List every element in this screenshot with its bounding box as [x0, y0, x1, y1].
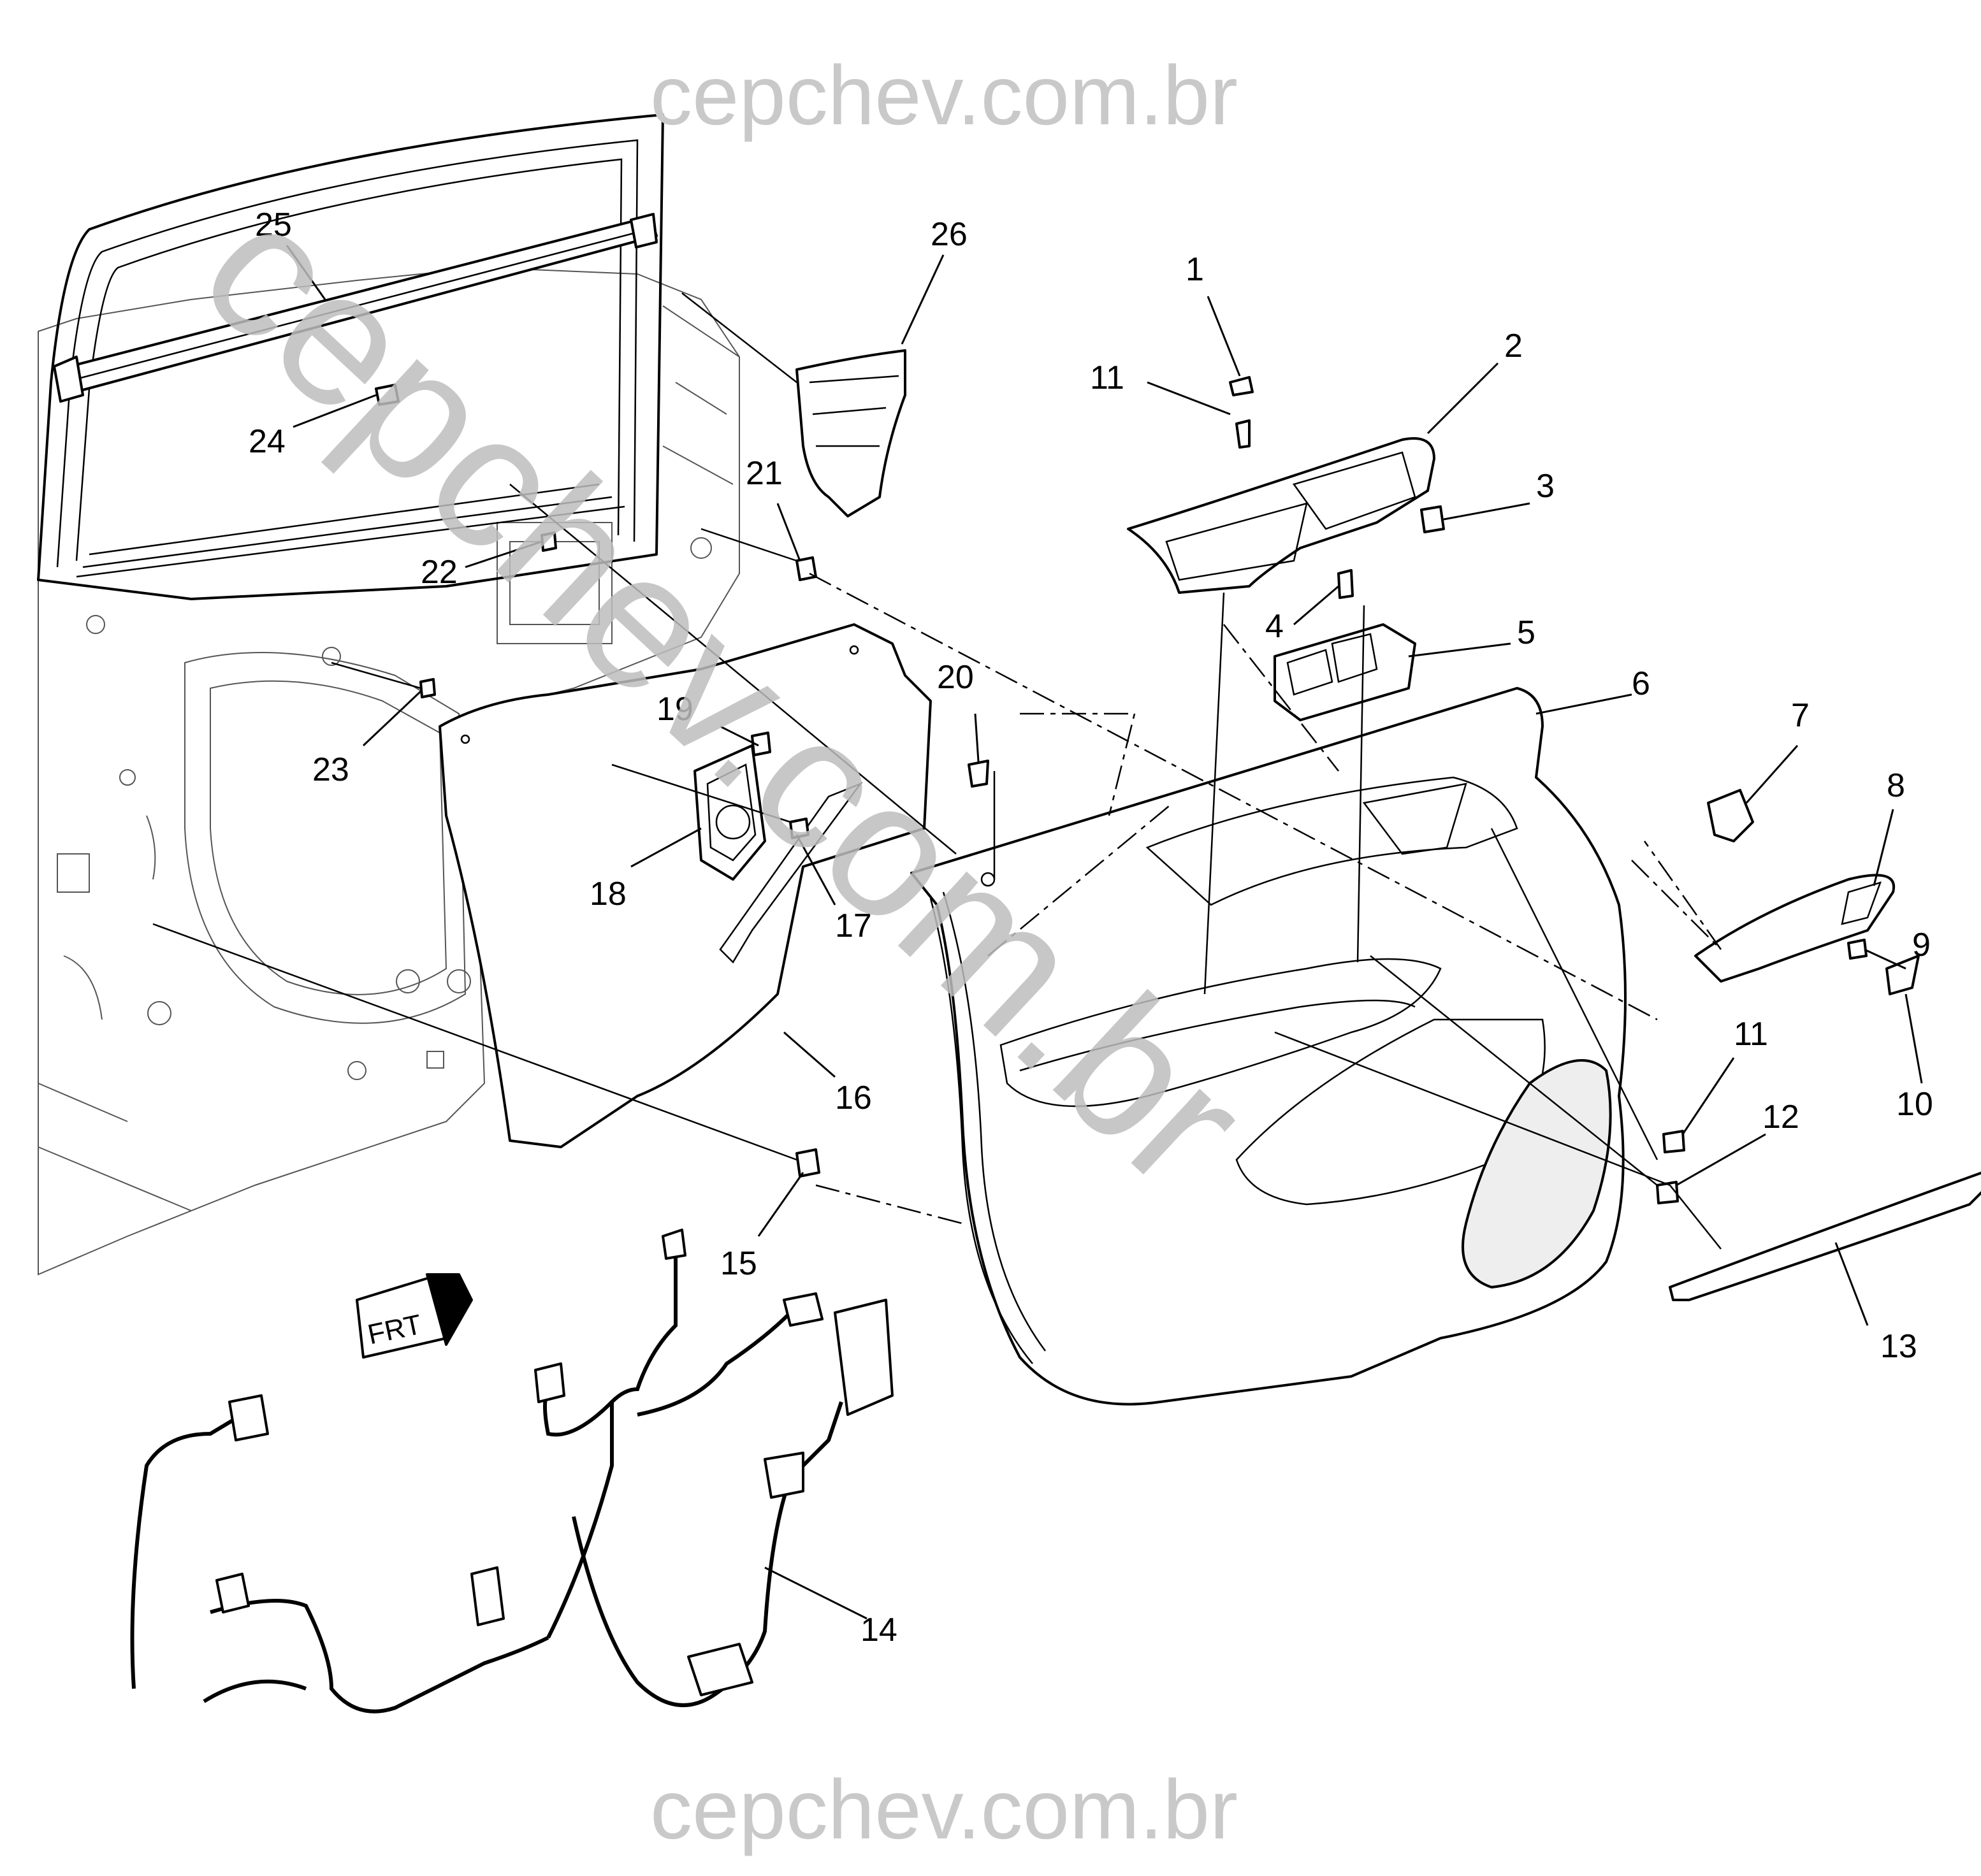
- callout-19: 19: [657, 691, 693, 728]
- watermark-bottom: cepchev.com.br: [650, 1763, 1238, 1856]
- cover: [1885, 955, 1920, 995]
- door-inner-frame: [38, 266, 740, 1276]
- door-trim-panel: [910, 687, 1627, 1406]
- callout-21: 21: [746, 455, 783, 492]
- window-belt-molding: [53, 213, 658, 403]
- callout-11-right: 11: [1734, 1016, 1768, 1053]
- alignment-lines: [152, 292, 1722, 1250]
- callout-6: 6: [1632, 665, 1650, 702]
- front-direction-badge: FRT: [356, 1273, 473, 1359]
- callout-18: 18: [590, 876, 627, 913]
- callout-5: 5: [1517, 614, 1535, 651]
- callout-17: 17: [835, 907, 872, 944]
- callout-25: 25: [255, 206, 292, 243]
- callout-4: 4: [1265, 608, 1284, 645]
- callout-7: 7: [1791, 697, 1810, 734]
- callout-2: 2: [1504, 328, 1523, 364]
- callout-15: 15: [720, 1245, 757, 1282]
- callout-8: 8: [1887, 767, 1905, 804]
- callout-13: 13: [1880, 1328, 1917, 1365]
- callout-24: 24: [249, 423, 286, 460]
- watermark-top: cepchev.com.br: [650, 48, 1238, 142]
- callout-11-top: 11: [1090, 359, 1124, 396]
- callout-9: 9: [1912, 927, 1931, 963]
- callout-1: 1: [1186, 251, 1204, 288]
- callout-12: 12: [1762, 1099, 1799, 1136]
- callout-20: 20: [937, 659, 974, 696]
- callout-23: 23: [312, 751, 349, 788]
- bracket: [693, 744, 766, 881]
- callout-22: 22: [421, 554, 458, 591]
- callouts: 1 2 3 4 5 6 7 8 9 10 11 11 12 13 14 15 1…: [249, 206, 1933, 1649]
- callout-16: 16: [835, 1079, 872, 1116]
- wiring-harness: [130, 1229, 894, 1714]
- window-frame: [37, 113, 664, 600]
- switch-bezel: [1127, 437, 1435, 594]
- watermark-diagonal: cepchev.com.br: [163, 160, 1286, 1228]
- callout-3: 3: [1536, 468, 1555, 505]
- inside-handle-bezel: [1694, 874, 1896, 983]
- sound-insulator: [795, 349, 906, 517]
- fasteners: [375, 376, 1868, 1204]
- callout-14: 14: [860, 1612, 897, 1649]
- lock-switch: [1707, 789, 1754, 842]
- window-switch: [1274, 623, 1416, 721]
- callout-26: 26: [931, 216, 968, 253]
- lower-garnish: [1669, 1171, 1981, 1301]
- water-deflector: [439, 623, 932, 1148]
- leader-lines: [286, 245, 1923, 1620]
- callout-10: 10: [1896, 1086, 1933, 1123]
